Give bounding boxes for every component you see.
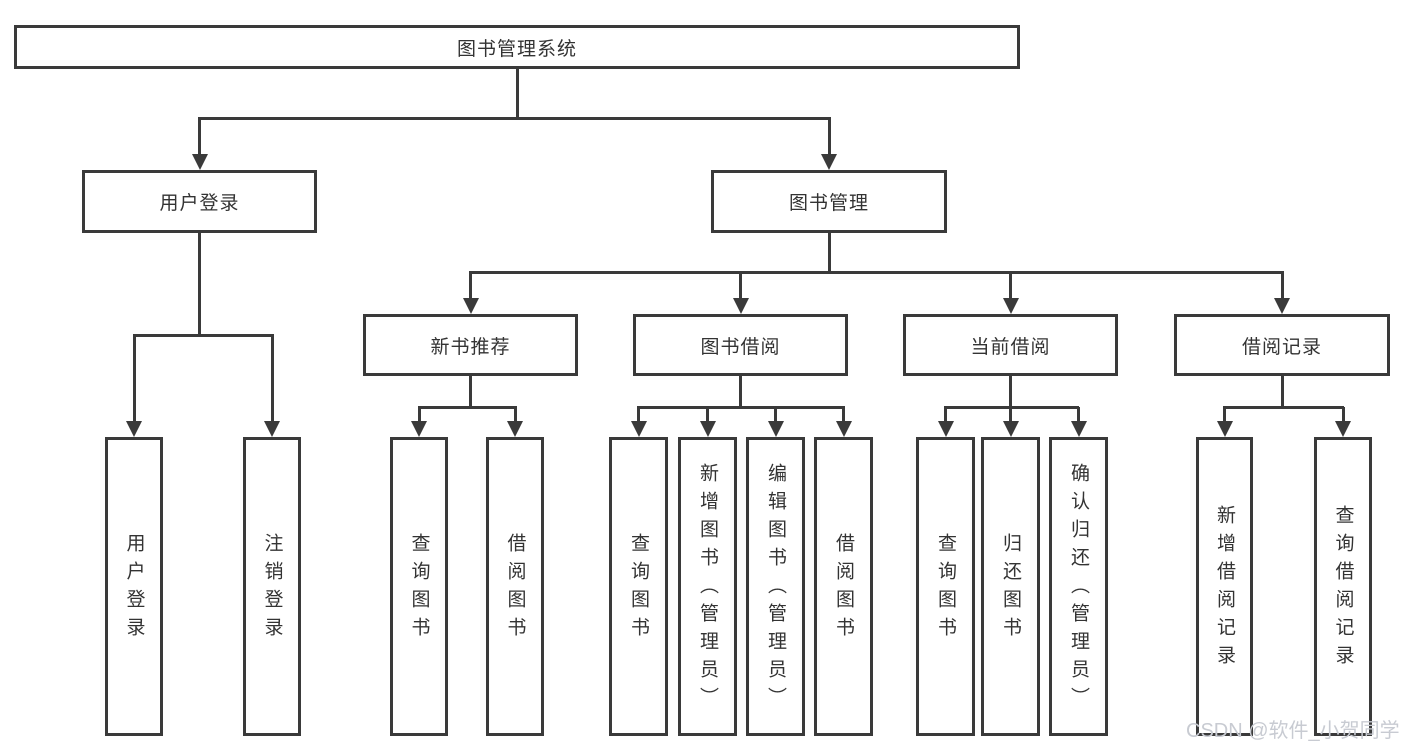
leaf-add-borrow-record: 新增借阅记录 <box>1196 437 1253 736</box>
leaf-add-book-admin: 新增图书（管理员） <box>678 437 737 736</box>
node-label: 查询图书 <box>935 532 956 645</box>
arrowhead <box>1335 421 1351 437</box>
connector-to-borrow-records <box>1280 272 1284 300</box>
leaf-logout: 注销登录 <box>243 437 301 736</box>
node-label: 确认归还（管理员） <box>1068 462 1089 715</box>
leaf-query-books-current: 查询图书 <box>916 437 975 736</box>
node-book-management: 图书管理 <box>711 170 947 233</box>
leaf-user-login: 用户登录 <box>105 437 163 736</box>
node-label: 新增借阅记录 <box>1214 504 1235 673</box>
arrowhead <box>1002 298 1019 314</box>
node-new-book-recommend: 新书推荐 <box>363 314 578 376</box>
connector-book-management-drop <box>827 233 831 273</box>
node-label: 用户登录 <box>159 193 240 214</box>
connector-to-book-borrow <box>739 272 742 300</box>
connector-to-leaf <box>842 407 845 423</box>
node-label: 查询借阅记录 <box>1332 504 1354 673</box>
connector-to-leaf <box>270 335 274 423</box>
connector-user-login-drop <box>198 233 201 336</box>
arrowhead <box>821 154 837 170</box>
arrowhead <box>630 421 647 437</box>
arrowhead <box>732 298 749 314</box>
leaf-borrow-books-borrow: 借阅图书 <box>814 437 873 736</box>
node-label: 图书借阅 <box>700 336 781 358</box>
connector-to-leaf <box>774 407 777 423</box>
node-label: 图书管理系统 <box>456 38 577 60</box>
leaf-query-books-borrow: 查询图书 <box>609 437 668 736</box>
leaf-query-borrow-record: 查询借阅记录 <box>1314 437 1372 736</box>
connector-level2-rail <box>198 117 831 120</box>
node-label: 当前借阅 <box>970 336 1051 358</box>
csdn-watermark: CSDN @软件_小贺同学 <box>1186 720 1400 742</box>
node-book-borrow: 图书借阅 <box>633 314 848 376</box>
node-library-management-system: 图书管理系统 <box>14 25 1020 69</box>
connector-drop <box>1280 376 1284 407</box>
arrowhead <box>411 421 427 437</box>
node-label: 图书管理 <box>788 193 869 214</box>
arrowhead <box>1216 421 1233 437</box>
arrowhead <box>1070 421 1087 437</box>
node-label: 查询图书 <box>408 532 430 645</box>
arrowhead <box>1274 298 1290 314</box>
connector-to-book-management <box>827 118 831 156</box>
node-label: 归还图书 <box>1000 532 1021 645</box>
arrowhead <box>264 421 280 437</box>
node-borrow-records: 借阅记录 <box>1174 314 1390 376</box>
arrowhead <box>462 298 479 314</box>
node-label: 编辑图书（管理员） <box>765 462 786 715</box>
node-label: 查询图书 <box>628 532 649 645</box>
connector-level3-rail <box>469 271 1284 274</box>
connector-to-leaf <box>1341 407 1345 423</box>
connector-rail <box>1223 406 1344 409</box>
connector-to-leaf <box>513 407 517 423</box>
node-label: 新增图书（管理员） <box>697 462 718 715</box>
connector-user-login-rail <box>132 334 274 337</box>
node-label: 借阅图书 <box>504 532 526 645</box>
arrowhead <box>126 421 142 437</box>
connector-to-leaf <box>637 407 640 423</box>
arrowhead <box>767 421 784 437</box>
node-label: 借阅记录 <box>1241 336 1322 358</box>
connector-to-leaf <box>1009 407 1012 423</box>
arrowhead <box>699 421 716 437</box>
connector-root-drop <box>515 68 519 118</box>
connector-to-user-login <box>198 118 201 156</box>
arrowhead <box>1002 421 1019 437</box>
connector-to-leaf <box>706 407 709 423</box>
connector-to-leaf <box>1077 407 1080 423</box>
leaf-return-book: 归还图书 <box>981 437 1040 736</box>
connector-rail <box>417 406 517 409</box>
leaf-confirm-return-admin: 确认归还（管理员） <box>1049 437 1108 736</box>
connector-drop <box>739 376 742 407</box>
arrowhead <box>835 421 852 437</box>
connector-to-leaf <box>944 407 947 423</box>
arrowhead <box>937 421 954 437</box>
connector-to-leaf <box>417 407 421 423</box>
leaf-edit-book-admin: 编辑图书（管理员） <box>746 437 805 736</box>
connector-to-leaf <box>132 335 136 423</box>
connector-to-new-book-recommend <box>469 272 472 300</box>
arrowhead <box>191 154 208 170</box>
node-label: 新书推荐 <box>430 336 511 358</box>
leaf-borrow-books-recommend: 借阅图书 <box>486 437 544 736</box>
arrowhead <box>507 421 523 437</box>
connector-to-current-borrow <box>1009 272 1012 300</box>
node-label: 用户登录 <box>123 532 145 645</box>
connector-drop <box>1009 376 1012 407</box>
node-current-borrow: 当前借阅 <box>903 314 1118 376</box>
connector-drop <box>469 376 472 407</box>
node-label: 借阅图书 <box>833 532 854 645</box>
connector-rail <box>637 406 845 409</box>
connector-to-leaf <box>1223 407 1226 423</box>
node-user-login: 用户登录 <box>82 170 317 233</box>
node-label: 注销登录 <box>261 532 283 645</box>
leaf-query-books-recommend: 查询图书 <box>390 437 448 736</box>
